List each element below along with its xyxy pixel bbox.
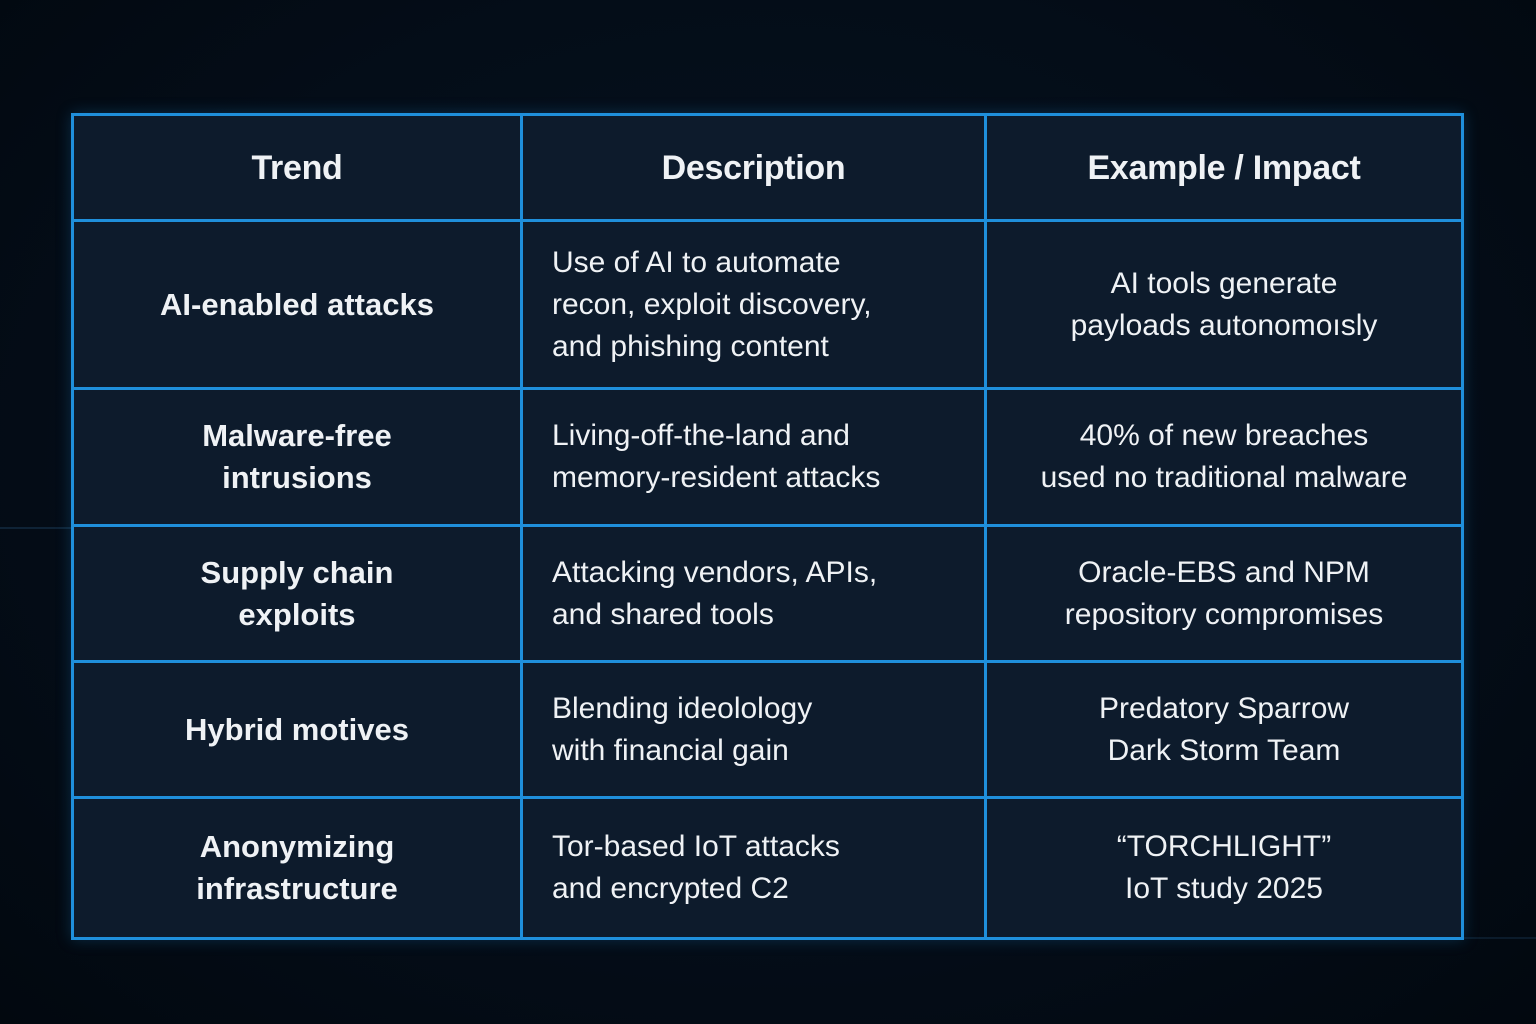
description-text: Living-off-the-land and memory-resident … [552,419,881,494]
description-text: Blending ideolology with financial gain [552,691,813,767]
trend-cell: Hybrid motives [74,663,520,796]
example-cell: “TORCHLIGHT” IoT study 2025 [987,799,1461,937]
example-cell: 40% of new breaches used no traditional … [987,390,1461,524]
trend-cell: Anonymizing infrastructure [74,799,520,937]
description-cell: Tor-based IoT attacks and encrypted C2 [523,799,984,937]
cyber-trends-table: Trend Description Example / Impact AI-en… [71,113,1464,940]
trend-cell: AI-enabled attacks [74,222,520,387]
description-cell: Blending ideolology with financial gain [523,663,984,796]
example-cell: AI tools generate payloads autonomoısly [987,222,1461,387]
description-text: Tor-based IoT attacks and encrypted C2 [552,830,840,905]
description-cell: Attacking vendors, APIs, and shared tool… [523,527,984,660]
example-text: “TORCHLIGHT” IoT study 2025 [1116,830,1332,905]
description-text: Attacking vendors, APIs, and shared tool… [552,555,878,631]
trend-text: Malware-free intrusions [202,418,392,495]
trend-cell: Supply chain exploits [74,527,520,660]
header-label-description: Description [661,148,846,187]
example-text: 40% of new breaches used no traditional … [1040,419,1408,494]
header-cell-example-impact: Example / Impact [987,116,1461,219]
header-cell-description: Description [523,116,984,219]
header-label-example-impact: Example / Impact [1087,148,1361,187]
trend-text: AI-enabled attacks [160,286,434,322]
example-cell: Predatory Sparrow Dark Storm Team [987,663,1461,796]
header-label-trend: Trend [251,148,343,187]
example-text: AI tools generate payloads autonomoısly [1070,266,1378,342]
example-text: Predatory Sparrow Dark Storm Team [1098,691,1350,767]
trend-cell: Malware-free intrusions [74,390,520,524]
trend-text: Anonymizing infrastructure [196,829,398,906]
description-text: Use of AI to automate recon, exploit dis… [552,245,872,363]
example-cell: Oracle-EBS and NPM repository compromise… [987,527,1461,660]
header-cell-trend: Trend [74,116,520,219]
example-text: Oracle-EBS and NPM repository compromise… [1064,555,1384,631]
trend-text: Supply chain exploits [200,554,394,632]
gridline-artifact-right [1464,937,1536,939]
gridline-artifact-left [0,527,71,529]
description-cell: Living-off-the-land and memory-resident … [523,390,984,524]
description-cell: Use of AI to automate recon, exploit dis… [523,222,984,387]
trend-text: Hybrid motives [185,711,409,747]
